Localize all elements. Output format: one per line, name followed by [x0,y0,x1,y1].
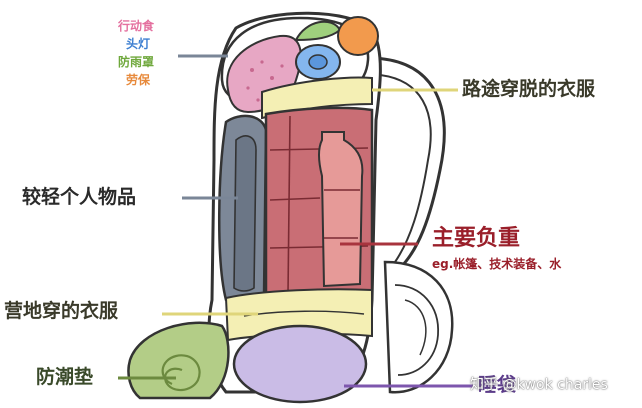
label-snack: 行动食 [118,19,155,33]
hip-belt-inner2 [404,299,427,356]
label-mat: 防潮垫 [36,366,94,388]
label-gloves: 劳保 [126,73,151,87]
hip-belt-inner [394,284,439,376]
label-sleepbag: 睡袋 [478,374,517,396]
label-main-load: 主要负重 [432,226,521,251]
label-headlamp: 头灯 [126,37,151,51]
label-raingear: 防雨罩 [118,55,155,69]
label-light-items: 较轻个人物品 [22,186,137,208]
label-travel-clothes: 路途穿脱的衣服 [462,78,596,100]
label-camp-clothes: 营地穿的衣服 [4,300,119,322]
mat-roll [127,321,230,400]
light-items-panel-inner [233,135,257,292]
sleepbag-item [232,324,368,404]
hip-belt [383,260,454,394]
water-bottle-lines [324,189,360,239]
backpack-frame-inner [379,74,432,263]
water-bottle [318,131,364,288]
headlamp-lens [308,54,328,70]
watermark: 知乎 @kwok charles [470,377,608,393]
label-main-load-eg: eg.帐篷、技术装备、水 [432,257,562,271]
gloves-item [337,16,379,56]
mat-spiral [161,354,201,392]
